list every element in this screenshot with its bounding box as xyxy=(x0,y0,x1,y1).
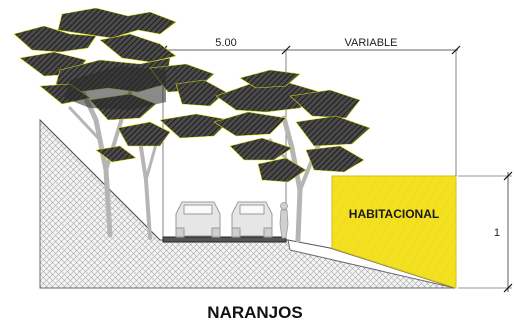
tree-shadow xyxy=(64,66,166,110)
road-width-label: 5.00 xyxy=(215,37,236,49)
zone-label: HABITACIONAL xyxy=(349,207,439,221)
diagram-caption: NARANJOS xyxy=(207,303,302,322)
road-surface xyxy=(162,236,287,243)
car-icon xyxy=(231,201,273,238)
height-label: 1 xyxy=(494,227,500,239)
ground-line xyxy=(39,119,456,289)
variable-width-label: VARIABLE xyxy=(345,37,398,49)
habitacional-zone xyxy=(331,175,457,289)
tree-canopy xyxy=(13,7,371,183)
dim-tick xyxy=(503,171,513,293)
pedestrian-icon xyxy=(279,202,289,239)
car-icon xyxy=(175,201,221,238)
